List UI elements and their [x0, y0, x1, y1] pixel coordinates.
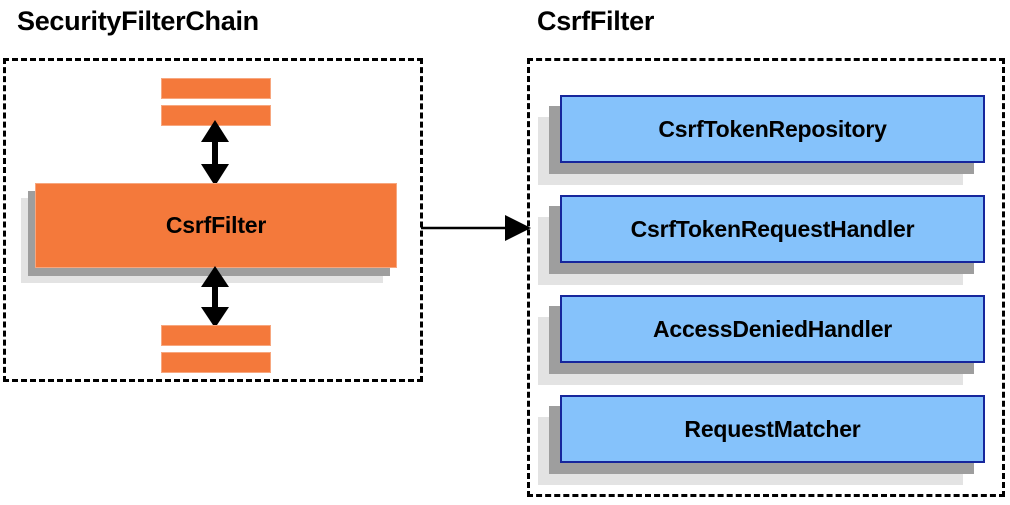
node-requestmatcher-label: RequestMatcher	[684, 415, 861, 442]
node-csrffilter-label: CsrfFilter	[165, 212, 267, 238]
connector-arrow-icon	[421, 215, 531, 241]
node-csrffilter[interactable]: CsrfFilter	[35, 183, 397, 268]
node-csrftokenrepository-label: CsrfTokenRepository	[658, 115, 887, 142]
filter-bar-below-1	[161, 325, 271, 346]
node-csrftokenrequesthandler-label: CsrfTokenRequestHandler	[630, 215, 915, 242]
page-title-csrffilter: CsrfFilter	[537, 6, 655, 36]
arrow-below-csrffilter-icon	[201, 266, 229, 328]
page-title-securityfilterchain: SecurityFilterChain	[17, 6, 259, 36]
filter-bar-below-2	[161, 352, 271, 373]
node-csrftokenrequesthandler[interactable]: CsrfTokenRequestHandler	[560, 195, 985, 263]
node-accessdeniedhandler[interactable]: AccessDeniedHandler	[560, 295, 985, 363]
node-csrftokenrepository[interactable]: CsrfTokenRepository	[560, 95, 985, 163]
csrffilter-detail-container	[527, 58, 1005, 497]
securityfilterchain-container	[3, 58, 423, 382]
arrow-above-csrffilter-icon	[201, 120, 229, 186]
node-requestmatcher[interactable]: RequestMatcher	[560, 395, 985, 463]
node-accessdeniedhandler-label: AccessDeniedHandler	[652, 315, 893, 342]
filter-bar-above-1	[161, 78, 271, 99]
